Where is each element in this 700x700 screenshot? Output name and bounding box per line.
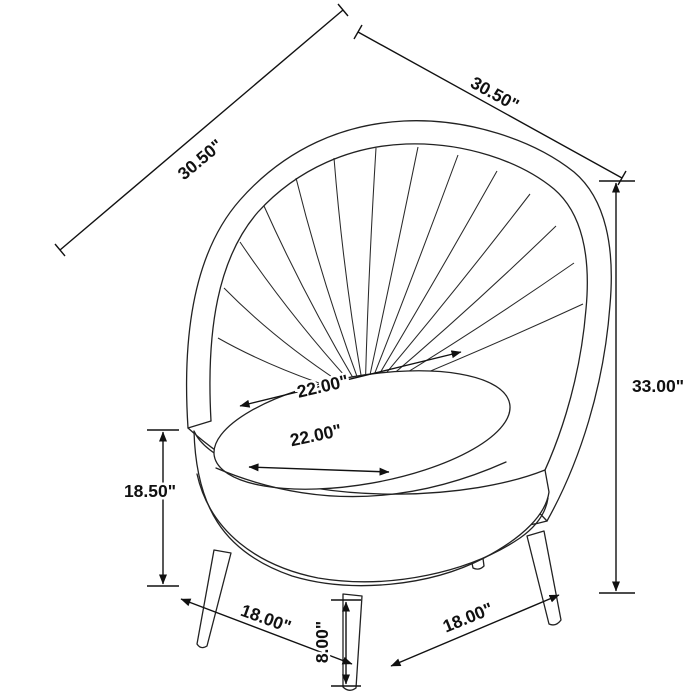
dim-label-leg-height: 8.00": [312, 621, 332, 663]
dim-seat-height-1850: 18.50": [121, 429, 179, 587]
dim-label-overall-height: 33.00": [632, 376, 684, 396]
chair-left-seam: [187, 420, 212, 429]
chair-base-piping: [196, 473, 549, 583]
dim-label-seat-height: 18.50": [124, 481, 176, 501]
dim-label-top-left: 30.50": [174, 135, 227, 184]
dim-top-right-3050: 30.50": [353, 24, 627, 186]
dim-label-top-right: 30.50": [467, 72, 522, 115]
dim-leg-height-800: 8.00": [310, 599, 361, 687]
chair-back-inner-rim: [209, 143, 588, 503]
dim-label-base-right: 18.00": [440, 598, 496, 636]
seat-cushion-front-edge: [215, 461, 507, 498]
dim-overall-height-3300: 33.00": [599, 180, 687, 594]
leg-front-left: [196, 549, 232, 649]
dim-base-right-1800: 18.00": [390, 594, 560, 667]
leg-right: [526, 530, 562, 626]
